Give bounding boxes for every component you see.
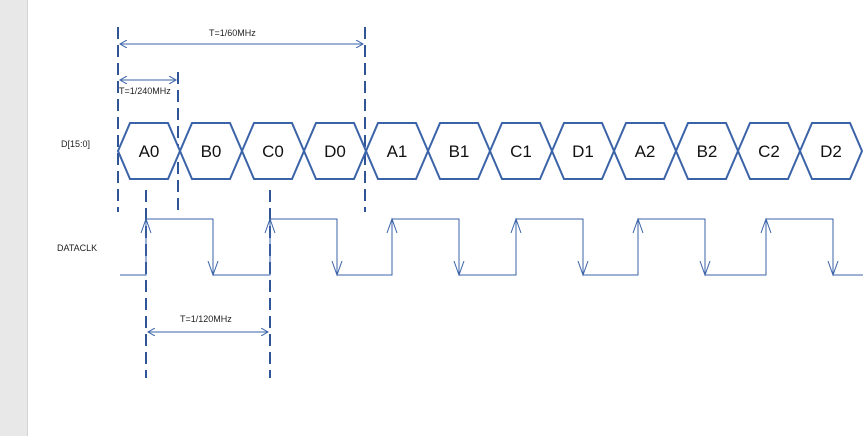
bus-word-c2: C2: [736, 122, 802, 180]
window-gutter: [0, 0, 28, 436]
data-bus-words: A0 B0 C0 D0 A1 B1 C1 D1 A2 B2 C2 D2: [116, 122, 863, 180]
bus-word-b0: B0: [178, 122, 244, 180]
rising-edge-arrow: [386, 217, 398, 234]
label-period-240: T=1/240MHz: [119, 86, 171, 96]
signal-label-dataclk: DATACLK: [57, 243, 98, 253]
dashed-markers: [117, 27, 366, 378]
rising-edge-arrow: [510, 217, 522, 234]
falling-edge-arrow: [453, 260, 465, 277]
bus-word-label: B2: [697, 142, 718, 161]
bus-word-d2: D2: [798, 122, 863, 180]
rising-edge-arrow: [632, 217, 644, 234]
bus-word-hexagon: [798, 122, 863, 180]
bus-word-b1: B1: [426, 122, 492, 180]
bus-word-a0: A0: [116, 122, 182, 180]
bus-word-label: C2: [758, 142, 780, 161]
bus-word-label: D0: [324, 142, 346, 161]
falling-edge-arrow: [699, 260, 711, 277]
bus-word-c1: C1: [488, 122, 554, 180]
label-period-60: T=1/60MHz: [209, 28, 256, 38]
bus-word-label: D1: [572, 142, 594, 161]
bus-word-label: B0: [201, 142, 222, 161]
bus-word-label: C0: [262, 142, 284, 161]
dimension-arrows: [120, 44, 363, 332]
bus-word-a2: A2: [612, 122, 678, 180]
bus-word-label: B1: [449, 142, 470, 161]
falling-edge-arrow: [577, 260, 589, 277]
bus-word-c0: C0: [240, 122, 306, 180]
falling-edge-arrow: [207, 260, 219, 277]
bus-word-d1: D1: [550, 122, 616, 180]
dataclk-trace: [120, 218, 863, 276]
bus-word-a1: A1: [364, 122, 430, 180]
bus-word-d0: D0: [302, 122, 368, 180]
falling-edge-arrow: [331, 260, 343, 277]
bus-word-label: A1: [387, 142, 408, 161]
dataclk-waveform: [120, 217, 863, 277]
falling-edge-arrow: [827, 260, 839, 277]
signal-label-data-bus: D[15:0]: [61, 139, 91, 149]
rising-edge-arrow: [760, 217, 772, 234]
bus-word-label: A2: [635, 142, 656, 161]
bus-word-label: D2: [820, 142, 842, 161]
label-period-120: T=1/120MHz: [180, 314, 232, 324]
rising-edge-arrow: [140, 217, 152, 234]
bus-word-label: C1: [510, 142, 532, 161]
bus-word-label: A0: [139, 142, 160, 161]
rising-edge-arrow: [264, 217, 276, 234]
bus-word-b2: B2: [674, 122, 740, 180]
